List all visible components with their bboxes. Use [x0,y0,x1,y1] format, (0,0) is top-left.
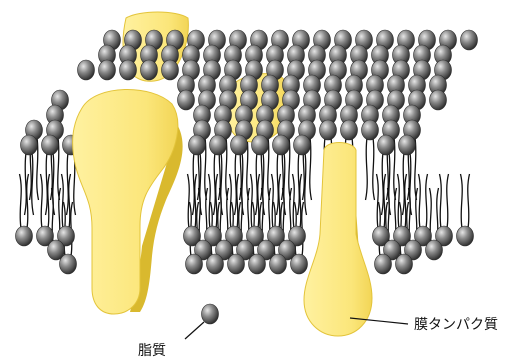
lipid-head [341,120,358,140]
lipid-head [60,254,77,274]
lipid-tail [32,153,34,215]
lipid-head [231,135,248,155]
lipid-tail [200,153,202,215]
lipid-head [228,254,245,274]
lipid-tail [468,174,470,228]
lipid-head [78,60,95,80]
lipid-tail [41,174,43,228]
lipid-tail [251,174,253,228]
large-channel-protein [73,89,183,314]
lipid-head [21,135,38,155]
lipid-label: 脂質 [138,340,166,360]
lipid-tail [209,174,211,228]
lipid-tail [193,153,195,215]
lipid-tail [235,153,237,215]
lipid-tail [195,174,197,228]
lipid-tail [272,174,274,228]
lipid-tail [398,174,400,228]
lipid-tail [377,174,379,228]
lipid-tail [461,174,463,228]
lipid-head [16,226,33,246]
lipid-tail [258,174,260,228]
lipid-head [189,135,206,155]
lipid-tail [242,153,244,215]
lipid-head [426,240,443,260]
lipid-head [273,135,290,155]
lipid-head [252,135,269,155]
lipid-tail [216,174,218,228]
lipid-tail [300,174,302,228]
small-protein-body [304,143,372,337]
lipid-head [270,254,287,274]
lipid-tail [221,153,223,215]
membrane-protein-label: 膜タンパク質 [414,314,498,334]
lipid-tail [214,153,216,215]
lipid-tail [373,138,375,200]
lipid-head [210,135,227,155]
lipid-head [186,254,203,274]
lipid-tail [188,174,190,228]
lipid-head [320,120,337,140]
labeled-lipid-head [202,304,219,324]
lipid-tail [53,153,55,215]
lipid-tail [382,153,384,215]
lipid-head [178,90,195,110]
front-lipid [202,304,219,324]
lipid-tail [389,153,391,215]
lipid-head [430,90,447,110]
lipid-tail [419,174,421,228]
lipid-tail [67,153,69,215]
lipid-head [375,254,392,274]
lipid-tail [20,174,22,228]
lipid-head [207,254,224,274]
small-transmembrane-protein [304,143,372,337]
lipid-tail [263,153,265,215]
lipid-tail [366,138,368,200]
lipid-tail [46,153,48,215]
lipid-tail [279,174,281,228]
lipid-tail [293,174,295,228]
lipid-tail [384,174,386,228]
lower-lipid-heads [16,226,474,274]
lipid-head [378,135,395,155]
lipid-tail [405,174,407,228]
lipid-tail [256,153,258,215]
lipid-head [99,60,116,80]
lipid-tail [284,153,286,215]
lipid-head [42,135,59,155]
lipid-head [120,60,137,80]
lipid-tail [27,174,29,228]
lipid-tail [298,153,300,215]
lipid-head [249,254,266,274]
lipid-tail [403,153,405,215]
lipid-head [362,120,379,140]
lipid-tail [305,153,307,215]
lipid-tail [230,174,232,228]
lipid-head [141,60,158,80]
lipid-head [294,135,311,155]
lipid-leader-line [185,322,204,339]
lipid-tail [447,174,449,228]
lipid-head [291,254,308,274]
lipid-tail [426,174,428,228]
lipid-tail [410,153,412,215]
lipid-head [399,135,416,155]
lipid-tail [237,174,239,228]
lipid-tail [48,174,50,228]
lipid-tail [277,153,279,215]
lipid-tail [440,174,442,228]
lipid-head [162,60,179,80]
lipid-head [396,254,413,274]
lipid-head [461,30,478,50]
lipid-head [457,226,474,246]
lipid-tail [62,174,64,228]
lipid-tail [25,153,27,215]
lipid-tail [69,174,71,228]
